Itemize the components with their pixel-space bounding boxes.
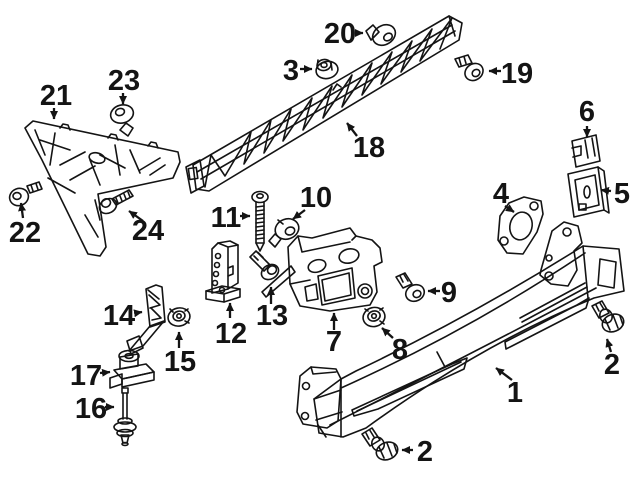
part-10-push-nut bbox=[268, 217, 300, 248]
callout-3-label: 3 bbox=[283, 55, 299, 87]
callout-9-label: 9 bbox=[441, 277, 457, 309]
callout-16-label: 16 bbox=[75, 393, 107, 425]
part-4-mount-plate bbox=[497, 196, 544, 255]
callout-4-arrow bbox=[504, 204, 515, 213]
callout-24-arrow bbox=[128, 210, 144, 222]
callout-labels: 1 2 2 3 4 5 6 7 8 9 10 11 12 13 14 15 16… bbox=[9, 18, 630, 468]
part-9-bolt bbox=[395, 272, 426, 303]
callout-20-label: 20 bbox=[324, 18, 356, 50]
part-17-retainer bbox=[109, 349, 155, 389]
part-20-push-clip bbox=[365, 23, 397, 47]
callout-5-arrow bbox=[600, 186, 612, 195]
callout-10-label: 10 bbox=[300, 182, 332, 214]
callout-2b-arrow bbox=[605, 338, 614, 353]
part-13-screw bbox=[249, 250, 280, 281]
callout-1-label: 1 bbox=[507, 377, 523, 409]
callout-19-label: 19 bbox=[501, 58, 533, 90]
part-22-bolt bbox=[8, 181, 43, 207]
callout-21-label: 21 bbox=[40, 80, 72, 112]
callout-arrows bbox=[18, 29, 614, 454]
callout-15-label: 15 bbox=[164, 346, 196, 378]
callout-14-arrow bbox=[133, 309, 143, 318]
callout-4-label: 4 bbox=[493, 178, 509, 210]
callout-23-label: 23 bbox=[108, 65, 140, 97]
part-2-bolt-right bbox=[591, 300, 625, 333]
part-16-pin bbox=[113, 387, 137, 447]
callout-18-arrow bbox=[346, 122, 358, 137]
callout-5-label: 5 bbox=[614, 178, 630, 210]
part-3-flange-nut bbox=[315, 58, 339, 80]
callout-13-label: 13 bbox=[256, 300, 288, 332]
callout-1-arrow bbox=[495, 367, 513, 381]
callout-7-label: 7 bbox=[326, 326, 342, 358]
callout-10-arrow bbox=[292, 209, 306, 220]
part-7-mount-bracket bbox=[261, 227, 383, 312]
callout-12-label: 12 bbox=[215, 318, 247, 350]
callout-17-arrow bbox=[99, 368, 111, 377]
part-23-push-clip bbox=[109, 104, 135, 137]
part-18-impact-strip bbox=[185, 15, 463, 194]
callout-2a-label: 2 bbox=[417, 436, 433, 468]
callout-8-label: 8 bbox=[392, 334, 408, 366]
part-2-bolt-lower bbox=[361, 427, 399, 461]
part-15-flange-nut bbox=[167, 307, 191, 327]
callout-22-label: 22 bbox=[9, 217, 41, 249]
part-12-support-bracket bbox=[205, 240, 241, 303]
part-1-impact-bar bbox=[296, 221, 625, 438]
part-14-corner-bracket bbox=[126, 284, 166, 355]
part-8-flange-nut bbox=[362, 306, 386, 328]
part-21-side-bracket bbox=[24, 120, 181, 257]
callout-11-label: 11 bbox=[211, 202, 242, 234]
callout-22-arrow bbox=[18, 202, 27, 219]
part-24-screw bbox=[98, 189, 134, 215]
callout-17-label: 17 bbox=[70, 360, 102, 392]
callout-18-label: 18 bbox=[353, 132, 385, 164]
callout-24-label: 24 bbox=[132, 215, 164, 247]
callout-2b-label: 2 bbox=[604, 349, 620, 381]
callout-8-arrow bbox=[381, 327, 394, 339]
part-11-long-bolt bbox=[251, 190, 269, 252]
part-19-bolt bbox=[454, 54, 484, 82]
callout-6-label: 6 bbox=[579, 96, 595, 128]
callout-14-label: 14 bbox=[103, 300, 135, 332]
